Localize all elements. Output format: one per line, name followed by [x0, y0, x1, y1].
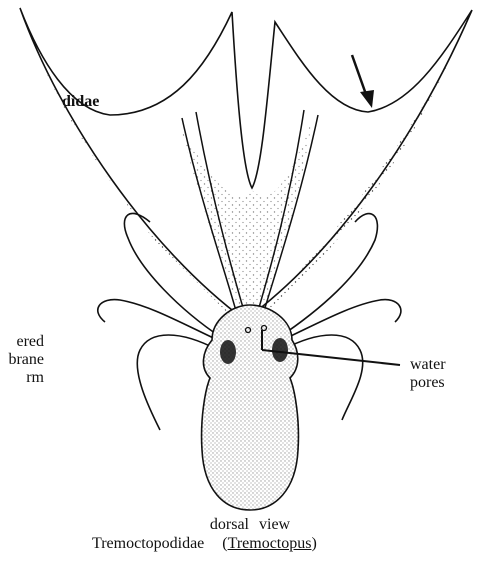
- octopus-body: [202, 305, 299, 510]
- water-pores-label-line-2: pores: [410, 374, 445, 391]
- web-membrane: [20, 8, 472, 320]
- view-caption: dorsal view: [140, 516, 360, 533]
- family-label-fragment: didae: [62, 93, 99, 110]
- caption-family: Tremoctopodidae: [92, 535, 204, 552]
- water-pores-label-line-1: water: [410, 356, 446, 373]
- membrane-label-line-2: brane: [0, 351, 44, 368]
- arrow-icon: [352, 55, 374, 108]
- membrane-label-line-3: rm: [0, 369, 44, 386]
- membrane-label-line-1: ered: [0, 333, 44, 350]
- caption-genus-close: ): [311, 535, 316, 552]
- taxon-caption: Tremoctopodidae (Tremoctopus): [92, 535, 317, 552]
- caption-genus: Tremoctopus: [228, 535, 312, 552]
